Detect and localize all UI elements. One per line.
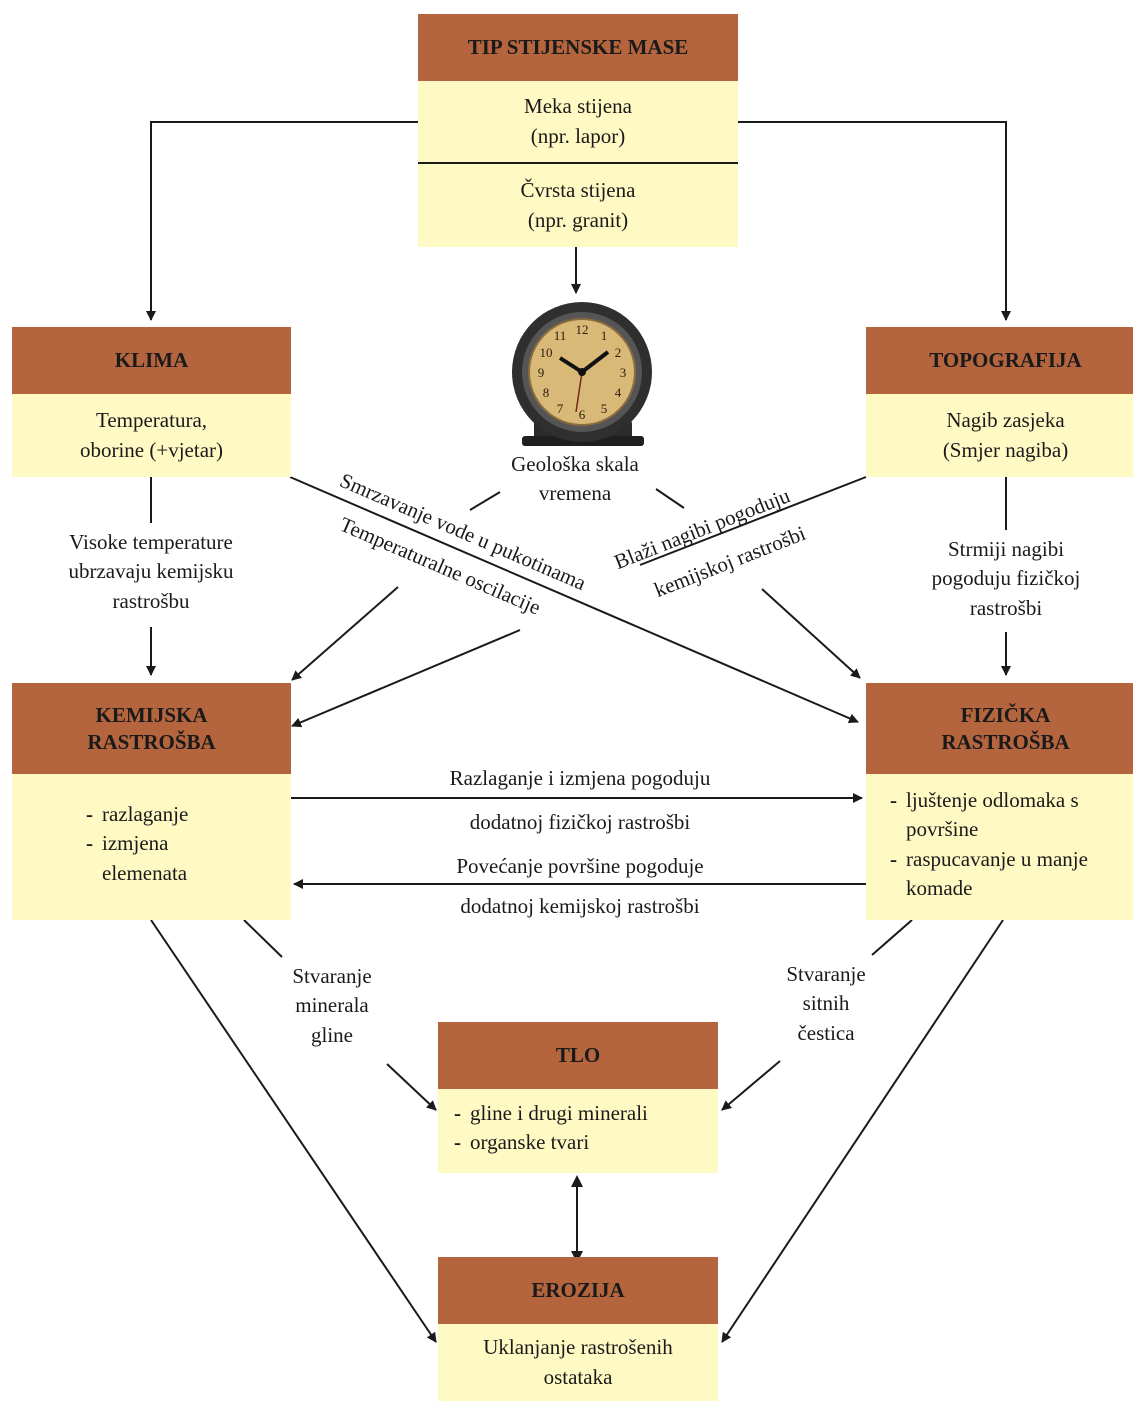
physical-header: FIZIČKA RASTROŠBA — [866, 683, 1133, 774]
steeper-slopes-label: Strmiji nagibi pogoduju fizičkoj rastroš… — [890, 535, 1122, 624]
svg-text:6: 6 — [579, 407, 586, 422]
list-item: raspucavanje u manje komade — [890, 845, 1106, 904]
arrow-phys-to-soil — [721, 1060, 781, 1111]
chemical-header: KEMIJSKA RASTROŠBA — [12, 683, 291, 774]
high-temp-label: Visoke temperature ubrzavaju kemijsku ra… — [30, 528, 272, 617]
svg-text:12: 12 — [576, 322, 589, 337]
rock-divider — [418, 162, 738, 164]
list-item: organske tvari — [454, 1128, 714, 1158]
chemical-list: razlaganje izmjena elemenata — [86, 800, 266, 888]
surface-label-1: Povećanje površine pogoduje — [456, 854, 704, 878]
line-phys-to-soil-upper — [871, 919, 913, 956]
list-item: ljuštenje odlomaka s površine — [890, 786, 1116, 845]
svg-text:4: 4 — [615, 385, 622, 400]
physical-list: ljuštenje odlomaka s površine raspucavan… — [890, 786, 1130, 904]
soft-rock: Meka stijena (npr. lapor) — [524, 94, 632, 148]
soil-body: gline i drugi minerali organske tvari — [438, 1089, 718, 1173]
soil-list: gline i drugi minerali organske tvari — [454, 1099, 714, 1158]
soil-header: TLO — [438, 1022, 718, 1089]
list-item: gline i drugi minerali — [454, 1099, 714, 1129]
rock-type-title: TIP STIJENSKE MASE — [467, 35, 689, 60]
clay-formation-label: Stvaranje minerala gline — [268, 962, 396, 1051]
svg-text:5: 5 — [601, 401, 608, 416]
arrow-clock-to-physical — [761, 588, 861, 679]
climate-header: KLIMA — [12, 327, 291, 394]
soil-title: TLO — [555, 1043, 601, 1068]
arrow-oscillation-to-chemical — [291, 629, 521, 728]
chemical-body: razlaganje izmjena elemenata — [12, 774, 291, 920]
rock-type-body: Meka stijena (npr. lapor) Čvrsta stijena… — [418, 81, 738, 247]
topography-title: TOPOGRAFIJA — [929, 348, 1082, 373]
topography-body: Nagib zasjeka (Smjer nagiba) — [866, 394, 1133, 477]
line-clock-left-upper — [469, 491, 501, 511]
rock-type-header: TIP STIJENSKE MASE — [418, 14, 738, 81]
erosion-header: EROZIJA — [438, 1257, 718, 1324]
decomposition-label-2: dodatnoj fizičkoj rastrošbi — [469, 810, 691, 834]
decomposition-label-1: Razlaganje i izmjena pogoduju — [449, 766, 711, 790]
physical-body: ljuštenje odlomaka s površine raspucavan… — [866, 774, 1133, 920]
line-clock-right-upper — [655, 488, 685, 509]
svg-text:9: 9 — [538, 365, 545, 380]
svg-text:7: 7 — [557, 401, 564, 416]
arrow-rock-to-topography — [738, 121, 1011, 321]
arrow-climate-to-physical — [289, 476, 859, 724]
fine-particles-label: Stvaranje sitnih čestica — [762, 960, 890, 1049]
svg-text:10: 10 — [540, 345, 553, 360]
erosion-body: Uklanjanje rastrošenih ostataka — [438, 1324, 718, 1401]
line-chem-to-soil-upper — [243, 919, 283, 958]
climate-body: Temperatura, oborine (+vjetar) — [12, 394, 291, 477]
arrow-clock-to-chemical — [291, 586, 399, 681]
arrow-rock-to-climate — [146, 121, 418, 321]
svg-text:1: 1 — [601, 328, 608, 343]
arrow-phys-to-erosion — [721, 919, 1004, 1343]
arrow-chem-to-soil — [386, 1063, 437, 1111]
svg-text:11: 11 — [554, 328, 567, 343]
erosion-title: EROZIJA — [531, 1278, 625, 1303]
svg-text:2: 2 — [615, 345, 622, 360]
line-topography-diagonal — [639, 476, 867, 566]
surface-label-2: dodatnoj kemijskoj rastrošbi — [460, 894, 700, 918]
hard-rock: Čvrsta stijena (npr. granit) — [520, 178, 636, 232]
climate-title: KLIMA — [114, 348, 189, 373]
topography-header: TOPOGRAFIJA — [866, 327, 1133, 394]
svg-text:8: 8 — [543, 385, 550, 400]
list-item: razlaganje — [86, 800, 266, 830]
svg-text:3: 3 — [620, 365, 627, 380]
list-item: izmjena elemenata — [86, 829, 232, 888]
clock-label: Geološka skala vremena — [511, 452, 639, 506]
arrow-chem-to-erosion — [150, 919, 437, 1343]
